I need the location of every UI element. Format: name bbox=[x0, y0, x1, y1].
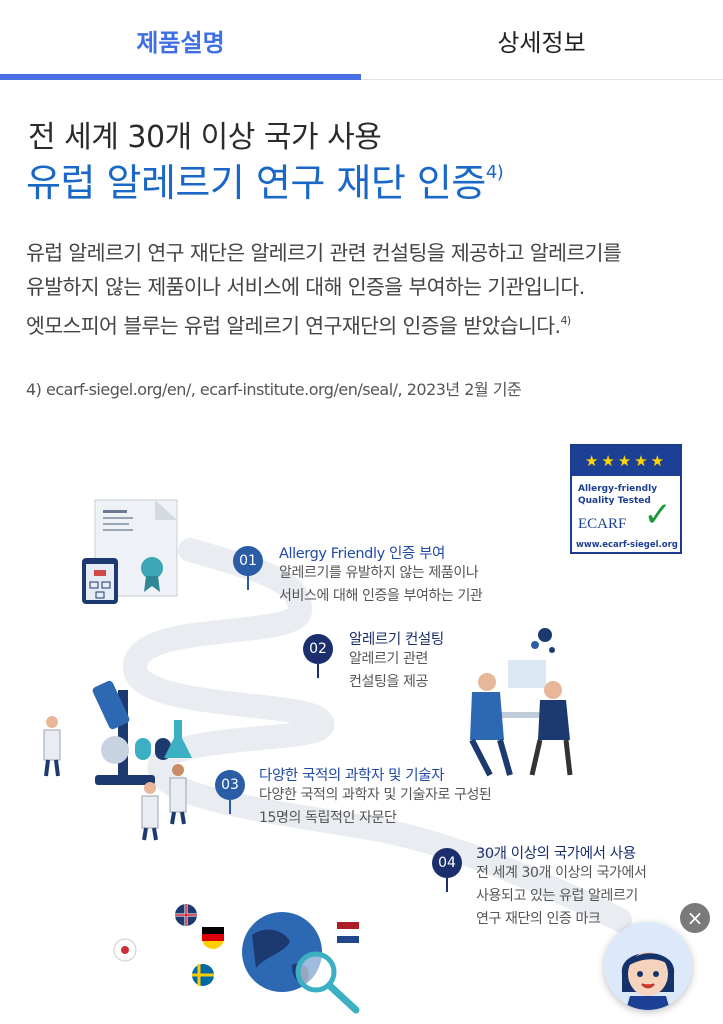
description-line: 엣모스피어 블루는 유럽 알레르기 연구재단의 인증을 받았습니다.4) bbox=[26, 304, 706, 343]
clipboard-icon bbox=[82, 558, 118, 604]
ecarf-quality-badge: ★★★★★ Allergy-friendly Quality Tested EC… bbox=[570, 444, 682, 554]
step-number-badge: 03 bbox=[215, 770, 245, 800]
scientist-icon bbox=[43, 716, 187, 841]
step-title: 30개 이상의 국가에서 사용 bbox=[476, 846, 636, 862]
active-tab-indicator bbox=[0, 74, 361, 80]
infographic-illustration bbox=[43, 499, 632, 1014]
step-body-line: 연구 재단의 인증 마크 bbox=[476, 911, 601, 927]
badge-line-allergy-friendly: Allergy-friendly bbox=[578, 484, 658, 494]
step-pin bbox=[446, 878, 448, 892]
step-title: Allergy Friendly 인증 부여 bbox=[279, 546, 445, 562]
tab-details[interactable]: 상세정보 bbox=[497, 28, 586, 57]
step-pin bbox=[247, 576, 249, 590]
badge-url: www.ecarf-siegel.org bbox=[576, 540, 678, 550]
chat-close-icon[interactable]: × bbox=[680, 903, 710, 933]
tab-product-description[interactable]: 제품설명 bbox=[136, 28, 225, 57]
footnote: 4) ecarf-siegel.org/en/, ecarf-institute… bbox=[26, 380, 522, 399]
step-number-badge: 01 bbox=[233, 546, 263, 576]
flag-markers-icon bbox=[113, 904, 359, 986]
microscope-icon bbox=[92, 680, 155, 785]
step-body-line: 사용되고 있는 유럽 알레르기 bbox=[476, 888, 638, 904]
step-body-line: 서비스에 대해 인증을 부여하는 기관 bbox=[279, 588, 483, 604]
step-number-badge: 02 bbox=[303, 634, 333, 664]
step-title: 다양한 국적의 과학자 및 기술자 bbox=[259, 768, 445, 784]
winding-road bbox=[123, 538, 632, 932]
step-body-line: 컨설팅을 제공 bbox=[349, 674, 428, 690]
ecarf-infographic: ★★★★★ Allergy-friendly Quality Tested EC… bbox=[0, 420, 723, 1024]
checkmark-icon: ✓ bbox=[643, 495, 673, 535]
step-body-line: 다양한 국적의 과학자 및 기술자로 구성된 bbox=[259, 787, 492, 803]
description-line: 유럽 알레르기 연구 재단은 알레르기 관련 컨설팅을 제공하고 알레르기를 bbox=[26, 241, 622, 265]
magnifier-icon bbox=[295, 951, 360, 1014]
title-reference: 4) bbox=[485, 162, 504, 183]
section-title-text: 유럽 알레르기 연구 재단 인증 bbox=[26, 161, 486, 205]
step-pin bbox=[317, 664, 319, 678]
step-body-line: 전 세계 30개 이상의 국가에서 bbox=[476, 865, 647, 881]
step-title: 알레르기 컨설팅 bbox=[349, 632, 444, 648]
step-body-line: 알레르기 관련 bbox=[349, 651, 428, 667]
chatbot-character-icon bbox=[621, 952, 675, 1010]
tab-bar: 제품설명 상세정보 bbox=[0, 0, 723, 80]
badge-stars: ★★★★★ bbox=[572, 446, 680, 476]
step-number-badge: 04 bbox=[432, 848, 462, 878]
lab-flasks-icon bbox=[135, 720, 192, 760]
section-title: 유럽 알레르기 연구 재단 인증4) bbox=[26, 152, 504, 207]
description: 유럽 알레르기 연구 재단은 알레르기 관련 컨설팅을 제공하고 알레르기를 유… bbox=[26, 236, 706, 343]
badge-brand: ECARF bbox=[578, 516, 627, 532]
badge-line-quality-tested: Quality Tested bbox=[578, 496, 651, 506]
step-pin bbox=[229, 800, 231, 814]
step-body-line: 알레르기를 유발하지 않는 제품이나 bbox=[279, 565, 479, 581]
description-line: 유발하지 않는 제품이나 서비스에 대해 인증을 부여하는 기관입니다. bbox=[26, 275, 585, 299]
chatbot-avatar-button[interactable] bbox=[604, 922, 692, 1010]
consulting-people-icon bbox=[469, 628, 573, 777]
description-line-text: 엣모스피어 블루는 유럽 알레르기 연구재단의 인증을 받았습니다. bbox=[26, 314, 561, 338]
description-reference: 4) bbox=[560, 314, 571, 327]
section-subtitle: 전 세계 30개 이상 국가 사용 bbox=[28, 120, 382, 155]
step-body-line: 15명의 독립적인 자문단 bbox=[259, 810, 397, 826]
